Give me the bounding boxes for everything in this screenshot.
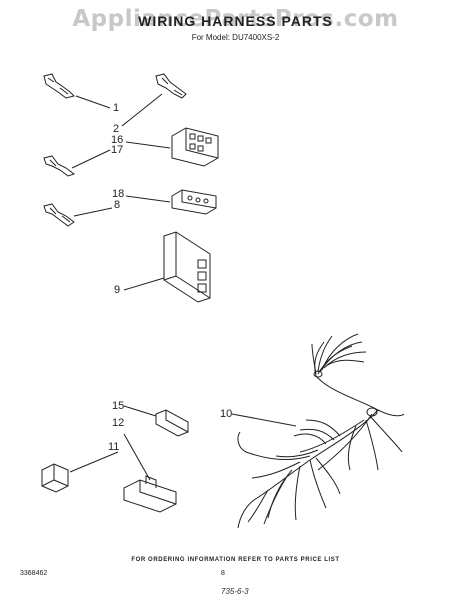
leader-line-10	[232, 414, 296, 426]
document-part-number: 3368462	[20, 570, 48, 577]
leader-line-15	[124, 406, 156, 416]
terminal-part-17	[44, 156, 74, 176]
callout-1: 1	[113, 102, 120, 114]
leader-line-16	[126, 142, 170, 148]
page-title: WIRING HARNESS PARTS	[138, 13, 333, 29]
leader-line-17	[72, 150, 110, 168]
connector-block-part-16	[172, 128, 218, 166]
callout-2: 2	[113, 123, 120, 135]
callout-10: 10	[220, 408, 233, 420]
callout-8: 8	[114, 199, 121, 211]
page-number: 8	[221, 570, 225, 577]
connector-housing-part-9	[164, 232, 210, 302]
callout-12: 12	[112, 417, 125, 429]
model-subtitle: For Model: DU7400XS-2	[191, 33, 280, 42]
handwritten-mark: 735-6-3	[221, 587, 249, 596]
connector-base-part-12	[124, 476, 176, 512]
leader-line-12	[124, 434, 150, 480]
callout-16: 16	[111, 134, 124, 146]
connector-part-18	[172, 190, 216, 214]
terminal-block-part-11	[42, 464, 68, 492]
leader-line-18	[126, 196, 170, 202]
wiring-harness-part-10	[238, 334, 404, 528]
callout-11: 11	[108, 441, 120, 453]
callout-18: 18	[112, 188, 125, 200]
leader-line-1	[76, 96, 110, 108]
leader-line-2	[122, 94, 162, 126]
watermark: AppliancePartsPros.com	[72, 6, 399, 32]
terminal-part-1	[44, 74, 74, 98]
ordering-note: FOR ORDERING INFORMATION REFER TO PARTS …	[131, 557, 340, 563]
plug-part-15	[156, 410, 188, 436]
callout-15: 15	[112, 400, 125, 412]
leader-line-9	[124, 278, 164, 290]
callout-9: 9	[114, 284, 121, 296]
terminal-part-8	[44, 204, 74, 226]
leader-line-11	[70, 452, 118, 472]
callout-17: 17	[111, 144, 124, 156]
leader-line-8	[74, 208, 112, 216]
terminal-part-2	[156, 74, 186, 98]
